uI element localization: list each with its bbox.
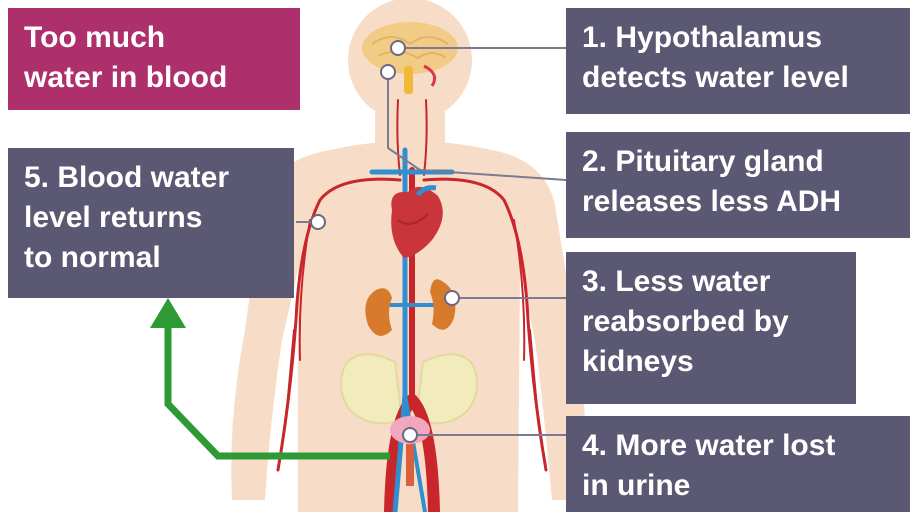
step-4-box: 4. More water lost in urine (566, 416, 910, 512)
step-5-line-1: 5. Blood water (24, 158, 278, 198)
step-3-line-3: kidneys (582, 342, 840, 382)
step-1-line-1: 1. Hypothalamus (582, 18, 894, 58)
condition-line-2: water in blood (24, 58, 284, 98)
dot-hypothalamus (391, 41, 405, 55)
dot-pituitary (381, 65, 395, 79)
step-3-line-1: 3. Less water (582, 262, 840, 302)
step-3-line-2: reabsorbed by (582, 302, 840, 342)
condition-line-1: Too much (24, 18, 284, 58)
step-4-line-2: in urine (582, 466, 894, 506)
step-2-line-1: 2. Pituitary gland (582, 142, 894, 182)
dot-kidney (445, 291, 459, 305)
step-3-box: 3. Less water reabsorbed by kidneys (566, 252, 856, 404)
step-1-line-2: detects water level (582, 58, 894, 98)
step-5-box: 5. Blood water level returns to normal (8, 148, 294, 298)
step-5-line-2: level returns (24, 198, 278, 238)
dot-arm (311, 215, 325, 229)
dot-bladder (403, 428, 417, 442)
condition-box: Too much water in blood (8, 8, 300, 110)
step-4-line-1: 4. More water lost (582, 426, 894, 466)
step-1-box: 1. Hypothalamus detects water level (566, 8, 910, 114)
step-5-line-3: to normal (24, 238, 278, 278)
step-2-line-2: releases less ADH (582, 182, 894, 222)
step-2-box: 2. Pituitary gland releases less ADH (566, 132, 910, 238)
